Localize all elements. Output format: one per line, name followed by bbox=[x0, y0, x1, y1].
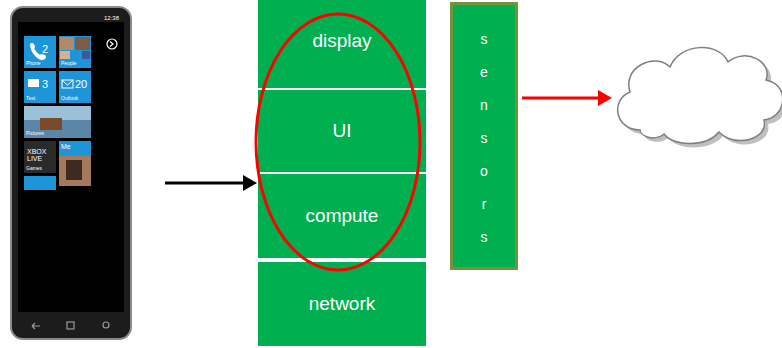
sensor-bar: sensors bbox=[450, 2, 518, 270]
box-label: display bbox=[258, 30, 426, 53]
me-tile bbox=[59, 141, 91, 156]
mail-icon bbox=[62, 80, 73, 85]
screen-label: People bbox=[61, 61, 77, 66]
screen-label: XBOX LIVE bbox=[27, 148, 53, 163]
photo bbox=[60, 51, 70, 59]
arrow-head bbox=[243, 175, 257, 191]
arrow-icon bbox=[110, 42, 113, 47]
phone-screen bbox=[18, 22, 124, 312]
screen-label: Me bbox=[61, 143, 71, 150]
people-tile bbox=[59, 36, 91, 68]
screen-label: Text bbox=[26, 96, 35, 101]
screen-label: 12:38 bbox=[104, 15, 119, 21]
component-box: UI bbox=[258, 90, 426, 172]
mail-icon bbox=[62, 80, 73, 88]
highlight-ellipse bbox=[256, 14, 420, 270]
start-button bbox=[67, 322, 74, 329]
screen-label: 20 bbox=[75, 79, 87, 91]
screen-label: Phone bbox=[26, 61, 40, 66]
screen-label: 3 bbox=[42, 79, 48, 91]
arrow-icon bbox=[107, 39, 117, 49]
message-icon bbox=[28, 79, 39, 87]
pictures-tile bbox=[24, 106, 91, 138]
phone-body bbox=[11, 7, 131, 339]
vertical-label: sensors bbox=[480, 23, 489, 254]
phone-tile bbox=[24, 176, 56, 190]
outlook-tile bbox=[59, 71, 91, 103]
screen-label: 2 bbox=[42, 44, 48, 56]
cloud-shape bbox=[618, 48, 782, 144]
photo bbox=[60, 37, 74, 50]
component-box: compute bbox=[258, 174, 426, 258]
photo bbox=[82, 51, 90, 59]
component-box: display bbox=[258, 0, 426, 88]
xbox-tile bbox=[24, 141, 56, 173]
photo bbox=[75, 37, 90, 50]
box-label: network bbox=[258, 293, 426, 316]
component-box: network bbox=[258, 262, 426, 346]
photo bbox=[24, 106, 91, 120]
screen-label: Outlook bbox=[61, 96, 78, 101]
search-button bbox=[103, 322, 109, 328]
photo bbox=[59, 156, 91, 186]
screen-label: Games bbox=[26, 166, 42, 171]
arrow-line bbox=[522, 97, 599, 100]
arrow-head bbox=[598, 90, 612, 106]
box-label: UI bbox=[258, 120, 426, 143]
text-tile bbox=[24, 71, 56, 103]
screen-label: Pictures bbox=[26, 131, 44, 136]
phone-tile bbox=[24, 36, 56, 68]
photo bbox=[66, 160, 82, 180]
back-button bbox=[32, 323, 40, 329]
arrow-line bbox=[165, 182, 244, 185]
photo bbox=[40, 118, 62, 130]
box-label: compute bbox=[258, 205, 426, 228]
